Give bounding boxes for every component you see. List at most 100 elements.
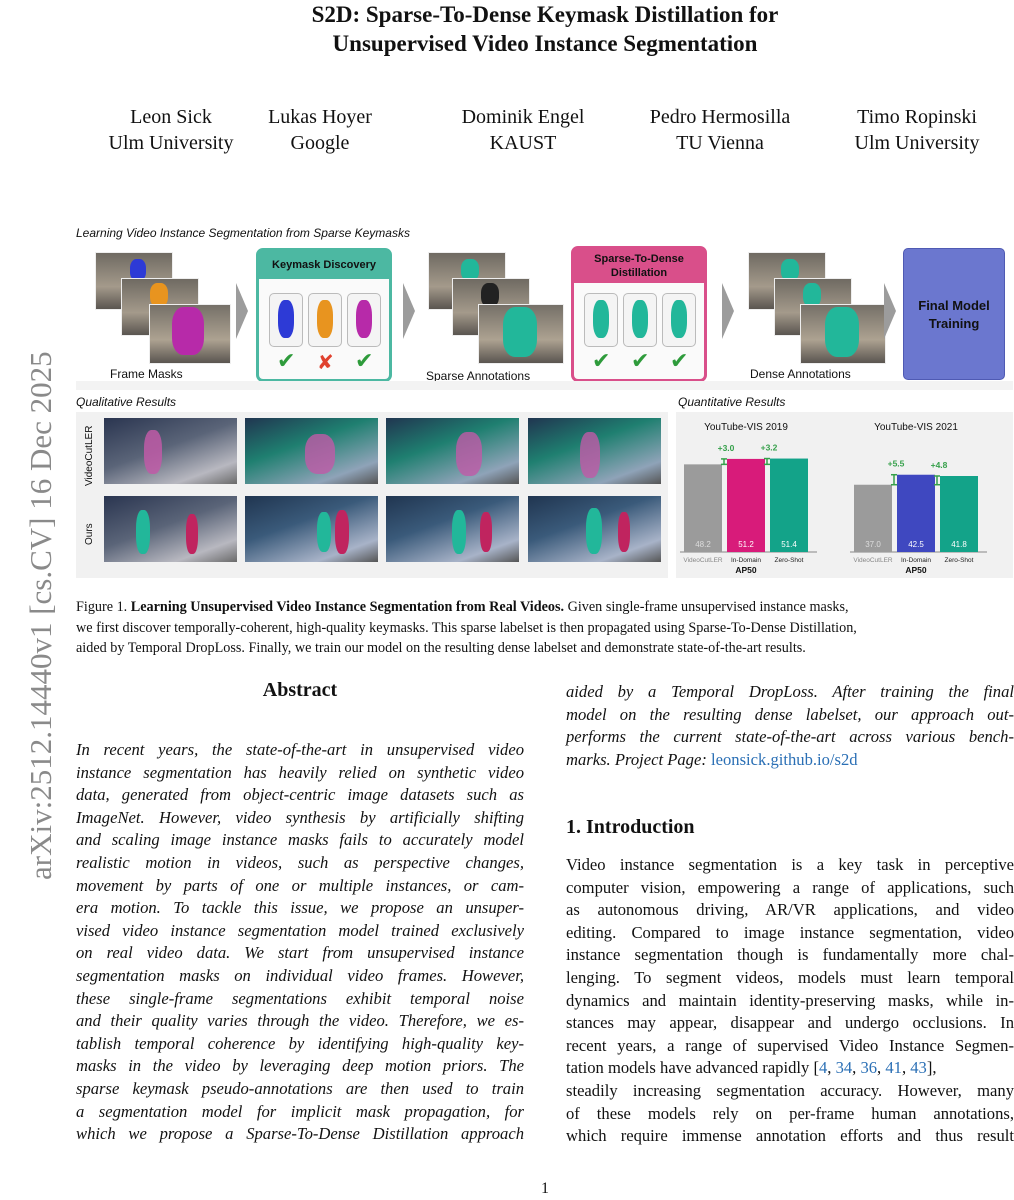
project-page-link[interactable]: leonsick.github.io/s2d (711, 750, 858, 769)
author-name: Dominik Engel (461, 106, 585, 128)
check-icon: ✔ (670, 349, 689, 374)
text-fragment: , (877, 1058, 886, 1077)
bar-value-label: 51.4 (781, 540, 797, 549)
author-affiliation: KAUST (489, 132, 557, 154)
text-line: In recent years, the state-of-the-art in… (76, 740, 524, 759)
text-line: computer vision, empowering a range of a… (566, 877, 1014, 897)
axis-label: AP50 (905, 565, 927, 575)
text-line: masks in the video by leveraging deep mo… (76, 1056, 524, 1076)
text-fragment: ], (926, 1058, 937, 1077)
dense-mask-card (662, 293, 696, 347)
text-line: which require immense annotation efforts… (566, 1126, 1014, 1146)
text-fragment: , (901, 1058, 911, 1077)
chart-bar (684, 464, 722, 552)
chart-bar (727, 458, 765, 552)
qualitative-frame (245, 496, 378, 562)
text-line: a segmentation model for implicit mask p… (76, 1101, 524, 1121)
dense-mask-card (623, 293, 657, 347)
flow-arrow-icon (403, 283, 415, 339)
category-label: Zero-Shot (945, 557, 974, 564)
text-line: era motion. To tackle this issue, we pro… (76, 898, 524, 918)
instance-mask (461, 259, 479, 281)
author-block: Lukas Hoyer Google (235, 104, 405, 156)
caption-bold: Learning Unsupervised Video Instance Seg… (130, 599, 565, 615)
flow-arrow-icon (884, 283, 896, 339)
instance-mask (172, 307, 204, 355)
final-model-training-label: Final Model Training (918, 298, 990, 331)
text-line: on real video data. We start from unsupe… (76, 943, 524, 963)
introduction-citation-line: tation models have advanced rapidly [4, … (566, 1057, 1014, 1080)
citation-link[interactable]: 41 (885, 1058, 902, 1077)
author-affiliation: TU Vienna (676, 132, 764, 154)
author-block: Dominik Engel KAUST (438, 104, 608, 156)
row-label-ours: Ours (84, 523, 95, 545)
author-block: Leon Sick Ulm University (86, 104, 256, 156)
abstract-last-line: marks. Project Page: leonsick.github.io/… (566, 749, 1014, 772)
keymask-discovery-title: Keymask Discovery (259, 251, 389, 279)
final-model-training-box: Final Model Training (903, 248, 1005, 380)
qualitative-frame (528, 418, 661, 484)
text-line: and scaling image instance masks fails t… (76, 830, 524, 850)
instance-mask (503, 307, 537, 357)
s2d-title: Sparse-To-Dense Distillation (574, 249, 704, 283)
frame-masks-label: Frame Masks (110, 367, 183, 381)
text-line: stances may appear, disappear and underg… (566, 1013, 1014, 1033)
video-frame-thumb (149, 304, 231, 364)
text-line: these single-frame segmentations exhibit… (76, 988, 524, 1008)
author-affiliation: Ulm University (854, 132, 980, 154)
check-icon: ✔ (355, 349, 374, 374)
frame-masks-stack (95, 252, 235, 372)
video-frame-thumb (800, 304, 886, 364)
chart-title: YouTube-VIS 2021 (874, 422, 958, 433)
instance-mask (825, 307, 859, 357)
delta-label: +4.8 (931, 460, 948, 470)
instance-mask (150, 283, 168, 307)
text-line: ImageNet. However, video synthesis by ar… (76, 807, 524, 827)
text-line: which we propose a Sparse-To-Dense Disti… (76, 1124, 524, 1144)
abstract-text: marks. Project Page: (566, 750, 712, 769)
author-name: Lukas Hoyer (268, 106, 372, 128)
text-fragment: , (827, 1058, 836, 1077)
delta-label: +5.5 (888, 459, 905, 469)
bar-value-label: 42.5 (908, 540, 924, 549)
text-line: movement by parts of one or multiple ins… (76, 875, 524, 895)
dense-mask-card (584, 293, 618, 347)
citation-link[interactable]: 43 (910, 1058, 927, 1077)
cross-icon: ✘ (317, 350, 334, 374)
text-line: realistic motion in videos, such as pers… (76, 852, 524, 872)
instance-mask (130, 259, 146, 281)
citation-link[interactable]: 4 (818, 1058, 828, 1077)
text-line: dynamics and maintain identity-preservin… (566, 990, 1014, 1010)
caption-text: Given single-frame unsupervised instance… (567, 599, 849, 615)
qualitative-frame (245, 418, 378, 484)
instance-mask (803, 283, 821, 307)
flow-arrow-icon (236, 283, 248, 339)
qualitative-heading: Qualitative Results (76, 395, 177, 409)
qualitative-frame (386, 496, 519, 562)
text-line: vised video instance segmentation model … (76, 920, 524, 940)
qualitative-frame (528, 496, 661, 562)
citation-link[interactable]: 36 (860, 1058, 878, 1077)
text-line: steadily increasing segmentation accurac… (566, 1081, 1014, 1100)
qualitative-frame (104, 496, 237, 562)
chart-title: YouTube-VIS 2019 (704, 422, 788, 433)
introduction-body: Video instance segmentation is a key tas… (566, 854, 1014, 1057)
category-label: Zero-Shot (775, 557, 804, 564)
category-label: VideoCutLER (683, 557, 723, 564)
bar-value-label: 41.8 (951, 540, 967, 549)
citation-link[interactable]: 34 (835, 1058, 853, 1077)
introduction-heading: 1. Introduction (566, 816, 695, 838)
flow-arrow-icon (722, 283, 734, 339)
figure-top-heading: Learning Video Instance Segmentation fro… (76, 226, 410, 240)
check-icon: ✔ (277, 349, 296, 374)
text-line: performs the current state-of-the-art ac… (566, 727, 1014, 747)
chart-bar (854, 484, 892, 552)
abstract-body: In recent years, the state-of-the-art in… (76, 739, 524, 1146)
page-number: 1 (541, 1180, 549, 1197)
bar-value-label: 48.2 (695, 540, 711, 549)
instance-mask (781, 259, 799, 281)
text-line: and their quality varies through the vid… (76, 1011, 524, 1031)
sparse-annotations-stack (428, 252, 568, 372)
text-fragment: , (852, 1058, 861, 1077)
axis-label: AP50 (735, 565, 757, 575)
